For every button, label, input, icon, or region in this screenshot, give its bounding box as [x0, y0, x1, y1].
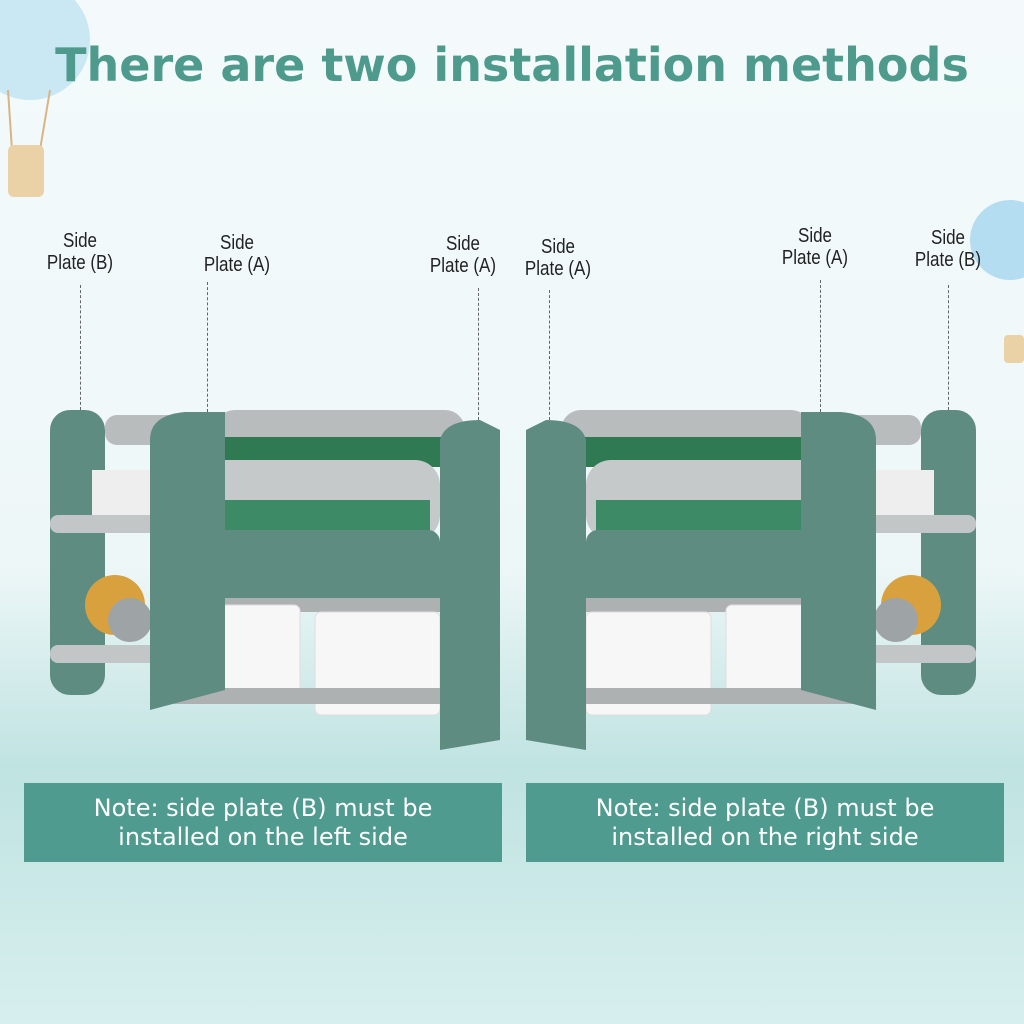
page-title: There are two installation methods — [55, 38, 969, 92]
label-side-plate-a-right: Side Plate (A) — [524, 236, 592, 280]
label-side-plate-a-right-2: Side Plate (A) — [781, 225, 849, 269]
shelf-unit-left — [49, 409, 501, 751]
pointer-line — [820, 280, 821, 412]
pointer-line — [948, 285, 949, 410]
pointer-line — [549, 290, 550, 420]
note-right: Note: side plate (B) must be installed o… — [526, 783, 1004, 862]
label-side-plate-a-left-2: Side Plate (A) — [429, 233, 497, 277]
note-left-line-1: Note: side plate (B) must be — [93, 793, 433, 822]
note-right-line-2: installed on the right side — [611, 822, 919, 851]
note-right-line-1: Note: side plate (B) must be — [595, 793, 935, 822]
label-side-plate-b-left: Side Plate (B) — [46, 230, 114, 274]
note-left-line-2: installed on the left side — [118, 822, 408, 851]
hot-air-balloon-icon — [970, 200, 1024, 363]
hot-air-balloon-icon — [0, 0, 90, 197]
pointer-line — [207, 282, 208, 412]
pointer-line — [80, 285, 81, 410]
label-side-plate-a-left: Side Plate (A) — [203, 232, 271, 276]
pointer-line — [478, 288, 479, 420]
note-left: Note: side plate (B) must be installed o… — [24, 783, 502, 862]
label-side-plate-b-right: Side Plate (B) — [914, 227, 982, 271]
shelf-unit-right — [525, 409, 977, 751]
